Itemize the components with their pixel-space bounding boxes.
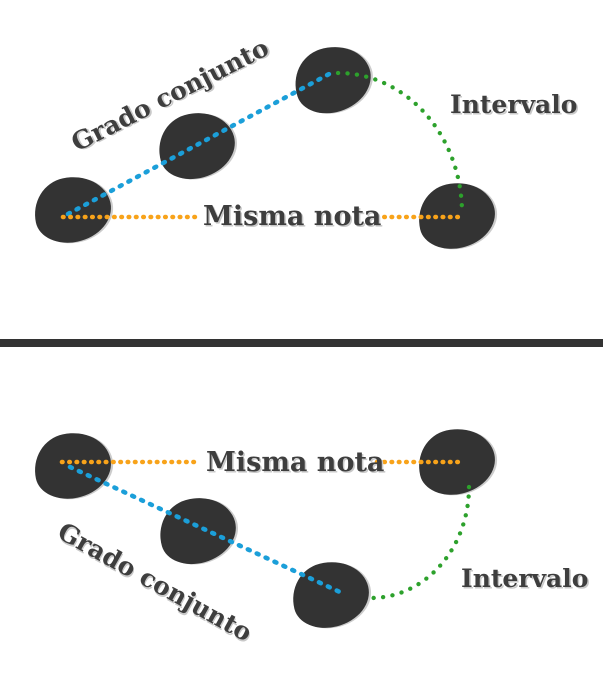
note-head <box>28 425 117 506</box>
note-head <box>151 488 244 573</box>
interval-label-bottom: Intervalo <box>461 564 589 593</box>
note-head <box>285 36 380 123</box>
same-note-label-bottom: Misma nota <box>206 447 385 478</box>
section-divider <box>0 339 603 347</box>
interval-arc-bottom <box>368 484 472 601</box>
note-head <box>411 175 502 256</box>
note-head <box>28 169 117 250</box>
note-head <box>150 103 243 188</box>
same-note-label-top: Misma nota <box>203 201 382 232</box>
note-head <box>285 553 376 636</box>
note-head <box>411 421 502 502</box>
interval-label-top: Intervalo <box>450 90 578 119</box>
